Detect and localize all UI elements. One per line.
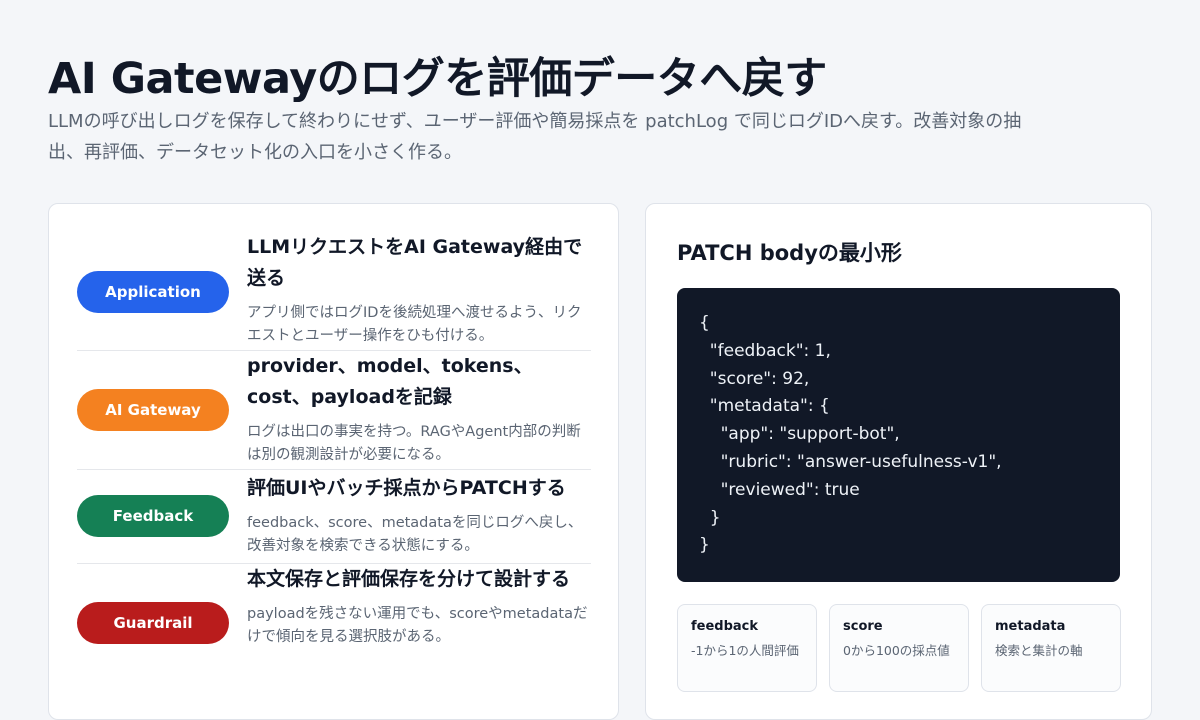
- flow-step-ai-gateway: AI Gateway provider、model、tokens、cost、pa…: [77, 351, 591, 470]
- flow-step-description: ログは出口の事実を持つ。RAGやAgent内部の判断は別の観測設計が必要になる。: [247, 424, 581, 463]
- feedback-pill: Feedback: [77, 495, 229, 537]
- field-name: score: [843, 619, 883, 634]
- flow-step-heading: 評価UIやバッチ採点からPATCHする: [247, 477, 566, 499]
- flow-step-description: feedback、score、metadataを同じログへ戻し、改善対象を検索で…: [247, 515, 583, 554]
- flow-step-text: 本文保存と評価保存を分けて設計する payloadを残さない運用でも、score…: [247, 564, 591, 649]
- flow-step-text: LLMリクエストをAI Gateway経由で送る アプリ側ではログIDを後続処理…: [247, 232, 591, 348]
- page-subtitle: LLMの呼び出しログを保存して終わりにせず、ユーザー評価や簡易採点を patch…: [48, 111, 1022, 163]
- field-description: -1から1の人間評価: [691, 643, 799, 658]
- patch-code-block: { "feedback": 1, "score": 92, "metadata"…: [677, 288, 1120, 582]
- application-pill: Application: [77, 271, 229, 313]
- flow-step-application: Application LLMリクエストをAI Gateway経由で送る アプリ…: [77, 232, 591, 351]
- flow-step-text: 評価UIやバッチ採点からPATCHする feedback、score、metad…: [247, 473, 591, 558]
- flow-step-feedback: Feedback 評価UIやバッチ採点からPATCHする feedback、sc…: [77, 470, 591, 564]
- flow-step-heading: provider、model、tokens、cost、payloadを記録: [247, 355, 533, 408]
- field-description: 検索と集計の軸: [995, 643, 1083, 658]
- patch-title: PATCH bodyの最小形: [677, 241, 902, 265]
- flow-step-description: アプリ側ではログIDを後続処理へ渡せるよう、リクエストとユーザー操作をひも付ける…: [247, 305, 582, 344]
- field-card-feedback: feedback -1から1の人間評価: [677, 604, 817, 692]
- field-name: feedback: [691, 619, 759, 634]
- ai-gateway-pill: AI Gateway: [77, 389, 229, 431]
- field-card-metadata: metadata 検索と集計の軸: [981, 604, 1121, 692]
- guardrail-pill: Guardrail: [77, 602, 229, 644]
- flow-step-heading: 本文保存と評価保存を分けて設計する: [247, 568, 571, 590]
- page-title: AI Gatewayのログを評価データへ戻す: [48, 54, 827, 104]
- patch-card: PATCH bodyの最小形 { "feedback": 1, "score":…: [645, 203, 1152, 720]
- flow-step-heading: LLMリクエストをAI Gateway経由で送る: [247, 236, 583, 289]
- flow-step-guardrail: Guardrail 本文保存と評価保存を分けて設計する payloadを残さない…: [77, 564, 591, 689]
- flow-step-text: provider、model、tokens、cost、payloadを記録 ログ…: [247, 351, 591, 467]
- field-card-score: score 0から100の採点値: [829, 604, 969, 692]
- field-name: metadata: [995, 619, 1066, 634]
- flow-step-description: payloadを残さない運用でも、scoreやmetadataだけで傾向を見る選…: [247, 606, 588, 645]
- flow-card: Application LLMリクエストをAI Gateway経由で送る アプリ…: [48, 203, 619, 720]
- field-description: 0から100の採点値: [843, 643, 950, 658]
